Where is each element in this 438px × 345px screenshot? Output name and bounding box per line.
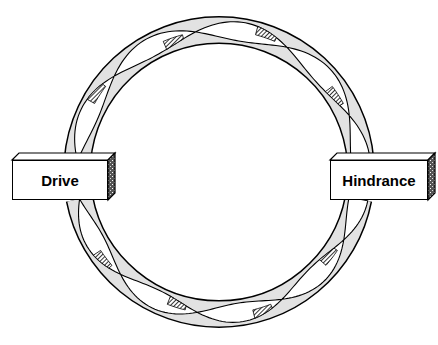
block-box: Drive: [12, 160, 108, 200]
ring-arc: [79, 197, 368, 322]
block-box: Hindrance: [330, 160, 428, 200]
box-label: Hindrance: [336, 172, 421, 189]
ring-arc: [75, 22, 370, 162]
box-label: Drive: [35, 172, 85, 189]
